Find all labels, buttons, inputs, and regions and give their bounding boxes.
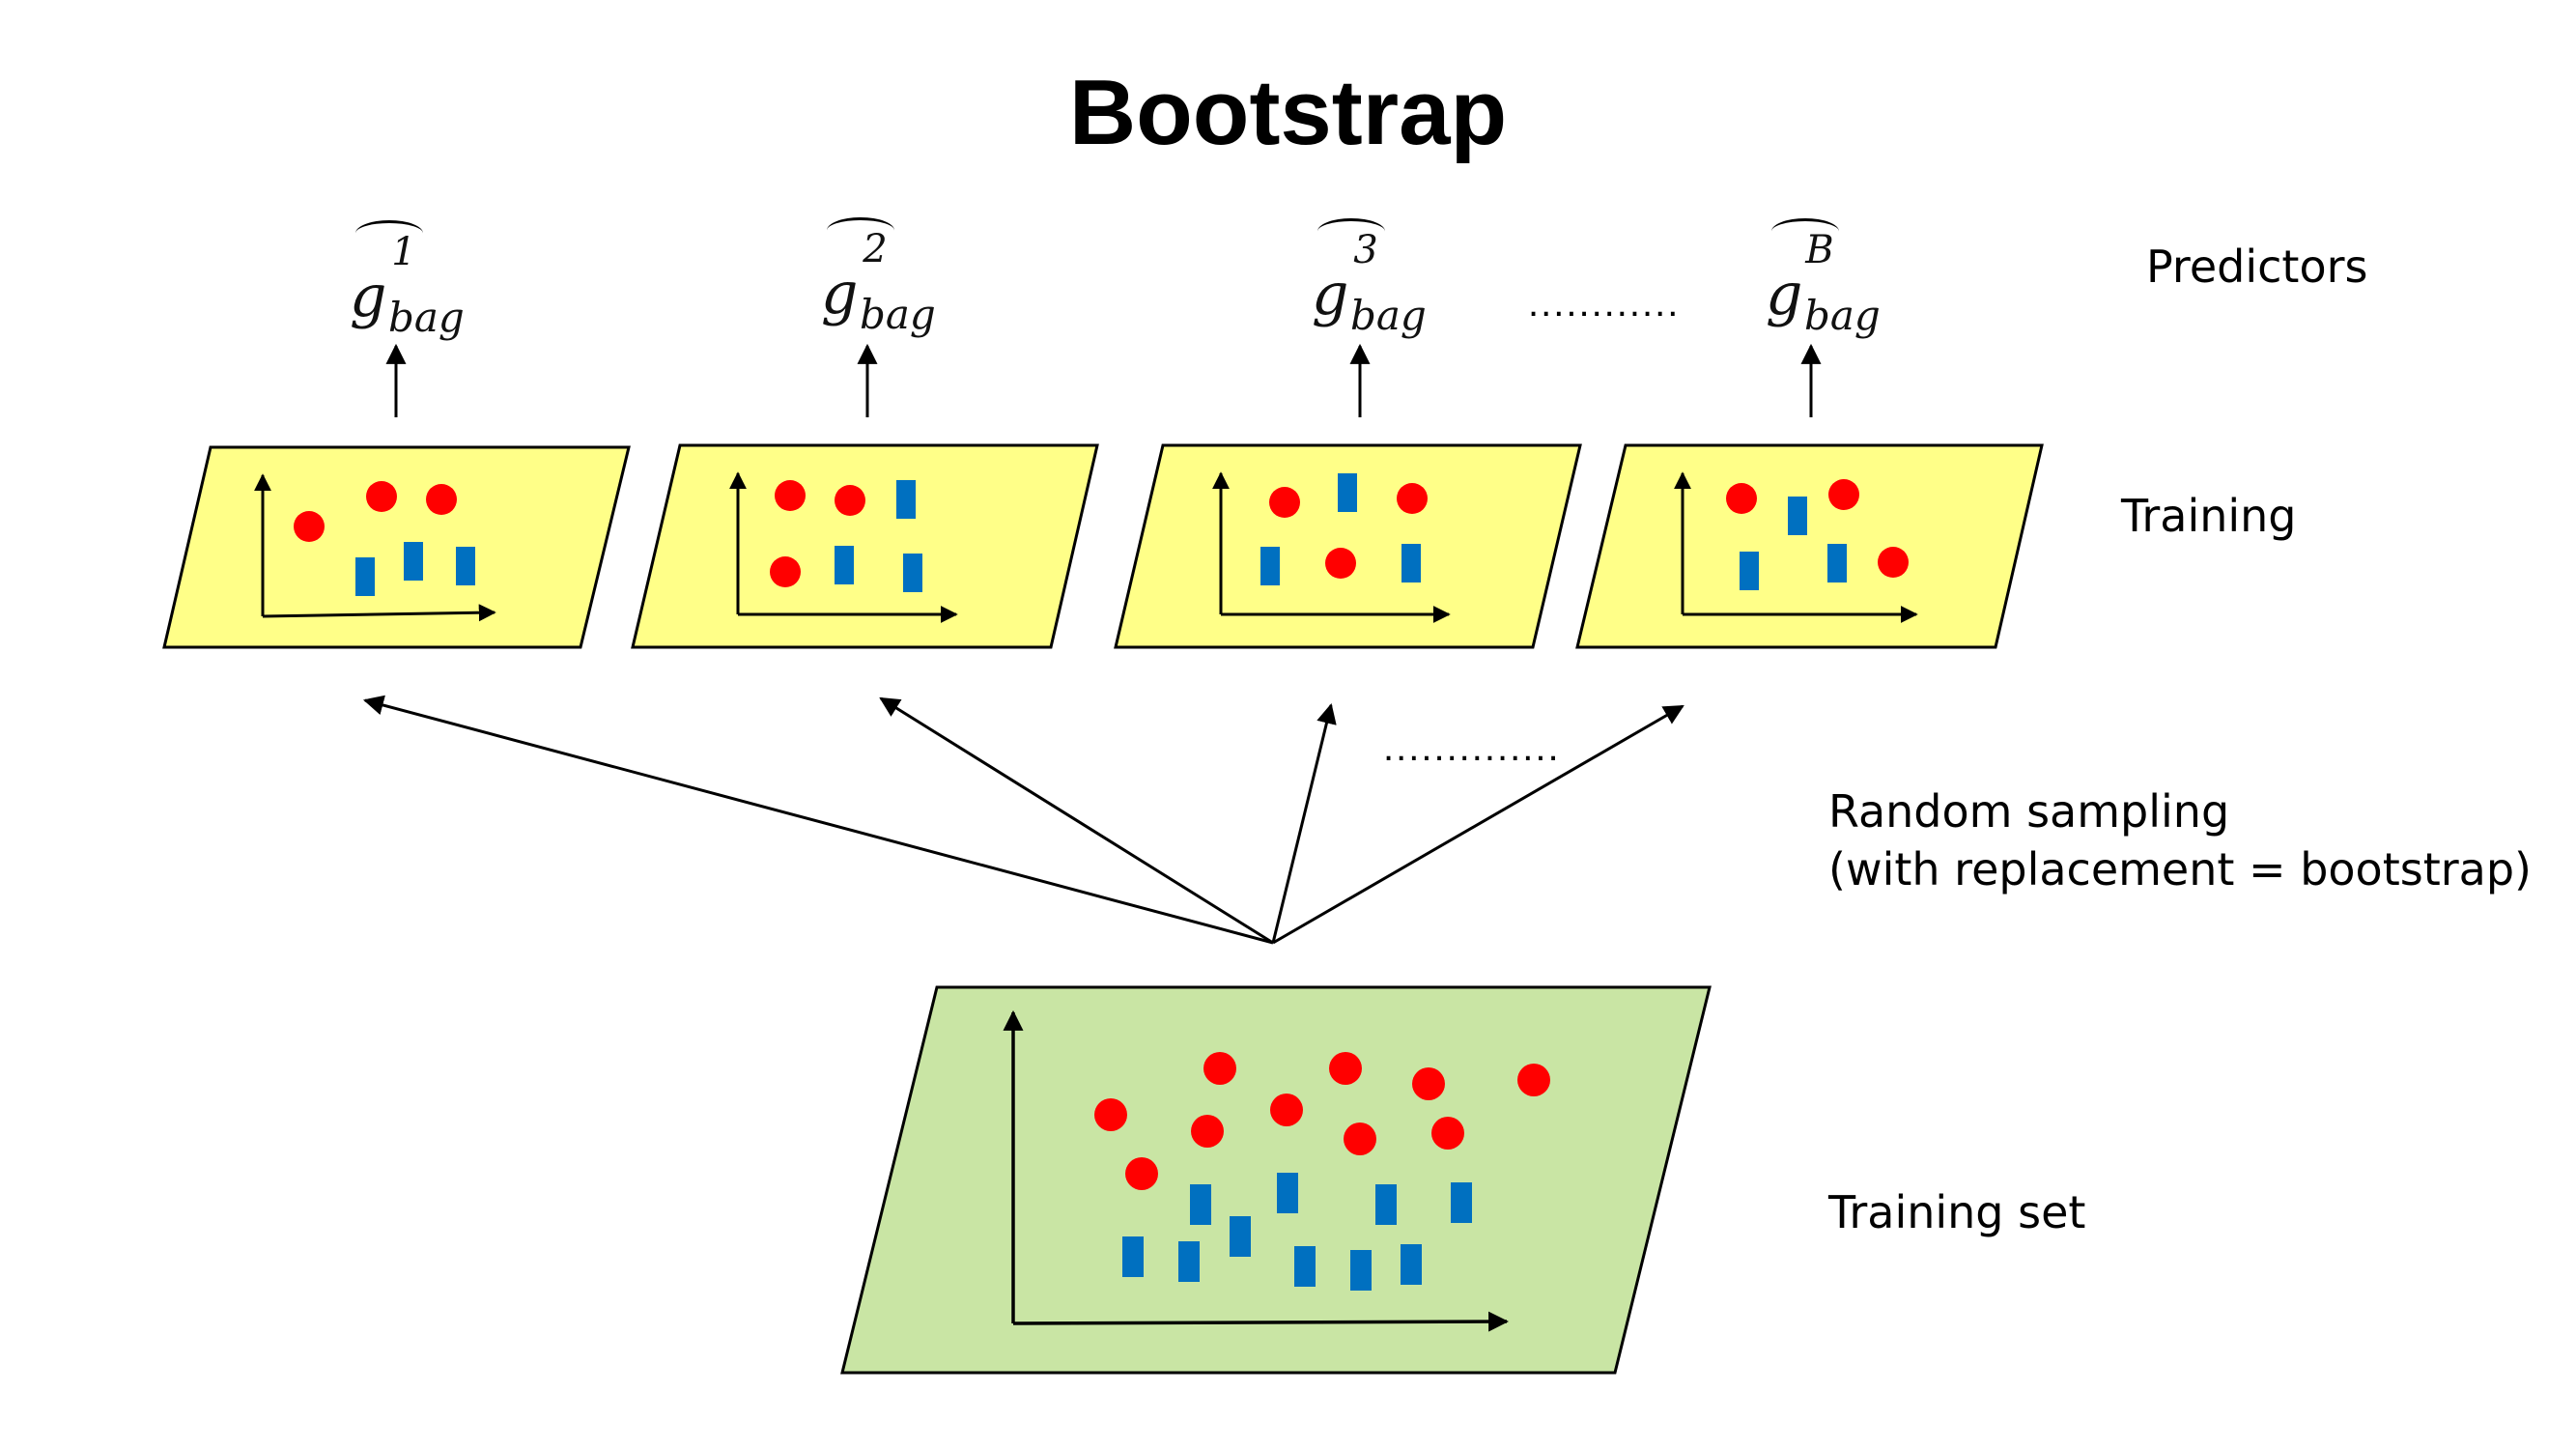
predictor-base: g	[821, 260, 859, 327]
predictor-superscript: 2	[863, 227, 888, 271]
panel-b-axes	[1674, 471, 1918, 623]
predictor-superscript: 1	[391, 230, 416, 274]
predictors-label: Predictors	[2146, 241, 2368, 293]
predictor-subscript: bag	[1804, 292, 1881, 339]
training-set-markers	[1094, 1052, 1550, 1291]
red-circle	[366, 481, 397, 512]
predictor-ellipsis: ............	[1528, 282, 1681, 325]
red-circle	[775, 480, 806, 511]
blue-rect	[1827, 544, 1847, 582]
panel-3-markers	[1260, 473, 1428, 585]
red-circle	[1325, 548, 1356, 579]
red-circle	[1878, 547, 1909, 578]
panel-1-markers	[294, 481, 475, 596]
blue-rect	[1190, 1184, 1211, 1225]
panel-3-axes	[1212, 471, 1451, 623]
training-panel-1	[162, 445, 631, 649]
panel-1-axes	[254, 473, 496, 622]
panel-2-axes	[729, 471, 958, 623]
red-circle	[1828, 479, 1859, 510]
blue-rect	[355, 557, 375, 596]
sampling-arrow-b	[1272, 704, 1684, 945]
random-sampling-label: Random sampling (with replacement = boot…	[1828, 785, 2532, 895]
training-panel-2	[631, 443, 1099, 649]
training-set-panel	[840, 985, 1712, 1375]
training-panel-3	[1114, 443, 1582, 649]
blue-rect	[1230, 1216, 1251, 1257]
page-title: Bootstrap	[1068, 61, 1508, 164]
blue-rect	[1338, 473, 1357, 512]
blue-rect	[456, 547, 475, 585]
blue-rect	[1260, 547, 1280, 585]
red-circle	[1431, 1117, 1464, 1150]
blue-rect	[1401, 544, 1421, 582]
predictor-subscript: bag	[388, 294, 465, 341]
sampling-ellipsis: ..............	[1383, 726, 1561, 769]
blue-rect	[1294, 1246, 1316, 1287]
blue-rect	[896, 480, 916, 519]
blue-rect	[1178, 1241, 1200, 1282]
red-circle	[1517, 1064, 1550, 1096]
hat-mark	[827, 217, 894, 243]
predictor-superscript: B	[1805, 228, 1834, 272]
predictor-base: g	[1766, 261, 1803, 328]
predictor-base: g	[350, 263, 387, 330]
red-circle	[1094, 1098, 1127, 1131]
training-set-label: Training set	[1828, 1186, 2086, 1238]
sampling-arrow-3	[1271, 702, 1337, 944]
predictor-3: 3 g bag	[1261, 218, 1455, 344]
panel-2-markers	[770, 480, 922, 592]
panel-b-markers	[1726, 479, 1909, 590]
hat-mark	[1771, 218, 1839, 244]
predictor-subscript: bag	[860, 291, 936, 338]
training-set-axes	[1003, 1009, 1510, 1332]
blue-rect	[1451, 1182, 1472, 1223]
red-circle	[1412, 1067, 1445, 1100]
predictor-superscript: 3	[1353, 228, 1378, 272]
blue-rect	[835, 546, 854, 584]
sampling-arrow-2	[879, 696, 1274, 945]
blue-rect	[1350, 1250, 1372, 1291]
red-circle	[835, 485, 865, 516]
hat-mark	[1317, 218, 1385, 244]
red-circle	[1397, 483, 1428, 514]
red-circle	[1329, 1052, 1362, 1085]
red-circle	[294, 511, 325, 542]
predictor-2: 2 g bag	[771, 217, 964, 343]
red-circle	[1726, 483, 1757, 514]
predictor-1: 1 g bag	[299, 220, 493, 346]
training-label: Training	[2121, 490, 2297, 542]
blue-rect	[1375, 1184, 1397, 1225]
blue-rect	[1122, 1236, 1144, 1277]
blue-rect	[1740, 552, 1759, 590]
red-circle	[1191, 1115, 1224, 1148]
red-circle	[1269, 487, 1300, 518]
blue-rect	[404, 542, 423, 581]
blue-rect	[903, 554, 922, 592]
predictor-base: g	[1312, 261, 1349, 328]
sampling-arrow-1	[362, 695, 1274, 945]
training-panel-b	[1575, 443, 2044, 649]
red-circle	[1270, 1094, 1303, 1126]
sampling-arrows	[362, 695, 1684, 945]
red-circle	[426, 484, 457, 515]
predictor-b: B g bag	[1715, 218, 1909, 344]
red-circle	[1125, 1157, 1158, 1190]
blue-rect	[1277, 1173, 1298, 1213]
blue-rect	[1788, 497, 1807, 535]
red-circle	[1203, 1052, 1236, 1085]
predictor-subscript: bag	[1350, 292, 1427, 339]
red-circle	[1344, 1122, 1376, 1155]
hat-mark	[355, 220, 423, 246]
red-circle	[770, 556, 801, 587]
blue-rect	[1401, 1244, 1422, 1285]
